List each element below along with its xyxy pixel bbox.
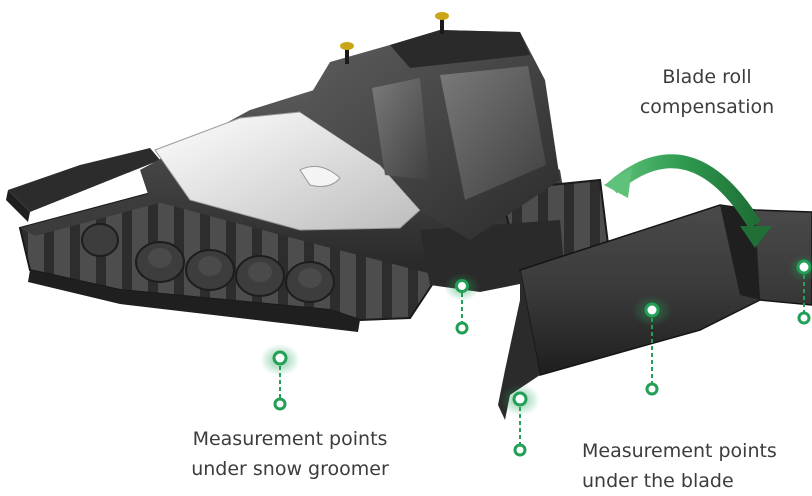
curved-arrow-icon [604,154,772,248]
blade-points-label-line1: Measurement points [582,440,777,462]
measurement-point-icon [788,254,812,325]
groomer-points-label-line1: Measurement points [192,428,388,450]
blade-roll-label: Blade roll compensation [612,62,802,122]
blade-roll-label-line2: compensation [639,96,775,118]
left-track [18,186,457,332]
groomer-points-label: Measurement points under snow groomer [160,424,420,484]
rear-tiller [6,148,160,222]
engine-hood [154,111,421,231]
gps-antenna-icon [435,12,449,34]
cab [300,12,560,240]
blade-points-label: Measurement points under the blade [560,436,812,496]
blade-points-label-line2: under the blade [582,470,734,492]
measurement-point-icon [500,384,540,457]
measurement-points-groomer [260,273,480,411]
measurement-points-blade [500,254,812,457]
measurement-point-icon [260,344,300,411]
measurement-point-icon [632,295,672,396]
gps-antenna-icon [340,42,354,64]
groomer-points-label-line2: under snow groomer [191,458,389,480]
blade-roll-label-line1: Blade roll [662,66,752,88]
measurement-point-icon [444,273,480,335]
